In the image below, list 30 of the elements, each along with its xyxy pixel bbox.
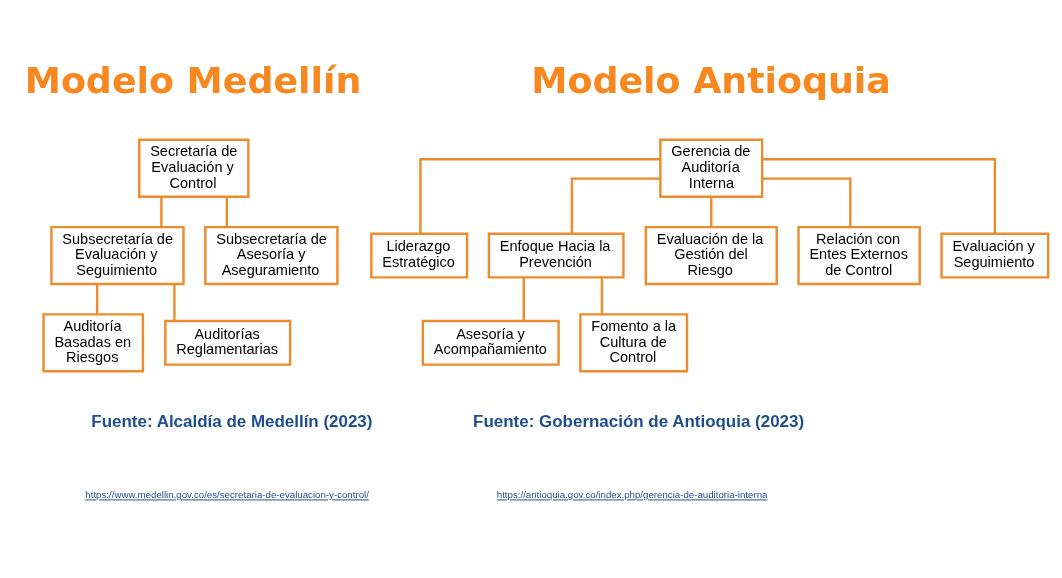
connector xyxy=(570,176,661,234)
label: Modelo Antioquia xyxy=(531,58,891,102)
node-box: Liderazgo Estratégico xyxy=(370,232,469,279)
node-box: Evaluación y Seguimiento xyxy=(940,232,1050,279)
connector xyxy=(160,196,163,227)
node-box: Auditoría Basadas en Riesgos xyxy=(42,312,145,372)
node-box: Secretaría de Evaluación y Control xyxy=(138,138,250,198)
node-box: Fomento a la Cultura de Control xyxy=(579,312,689,372)
label: Fuente: Gobernación de Antioquia (2023) xyxy=(473,411,805,431)
label: Fuente: Alcaldía de Medellín (2023) xyxy=(91,411,373,431)
connector xyxy=(225,196,229,227)
node-box: Gerencia de Auditoría Interna xyxy=(659,138,764,198)
node-box: Asesoría y Acompañamiento xyxy=(421,319,560,366)
label: https://antioquia.gov.co/index.php/gerencia-de-auditoria-interna xyxy=(496,488,768,500)
connector xyxy=(522,277,525,320)
connector xyxy=(762,176,852,227)
node-box: Auditorías Reglamentarias xyxy=(164,319,292,366)
node-box: Subsecretaría de Evaluación y Seguimiento xyxy=(50,225,185,285)
connector xyxy=(173,283,176,321)
label: https://www.medellin.gov.co/es/secretaria-de-evaluacion-y-control/ xyxy=(85,488,369,500)
node-box: Relación con Entes Externos de Control xyxy=(797,225,921,285)
node-box: Enfoque Hacia la Prevención xyxy=(487,232,625,279)
connector xyxy=(95,283,99,314)
label: Modelo Medellín xyxy=(24,58,362,102)
node-box: Evaluación de la Gestión del Riesgo xyxy=(644,225,778,285)
connector xyxy=(600,277,604,314)
connector xyxy=(710,196,713,227)
connector xyxy=(419,157,661,234)
node-box: Subsecretaría de Asesoría y Aseguramiento xyxy=(204,225,339,285)
connector xyxy=(762,157,997,234)
